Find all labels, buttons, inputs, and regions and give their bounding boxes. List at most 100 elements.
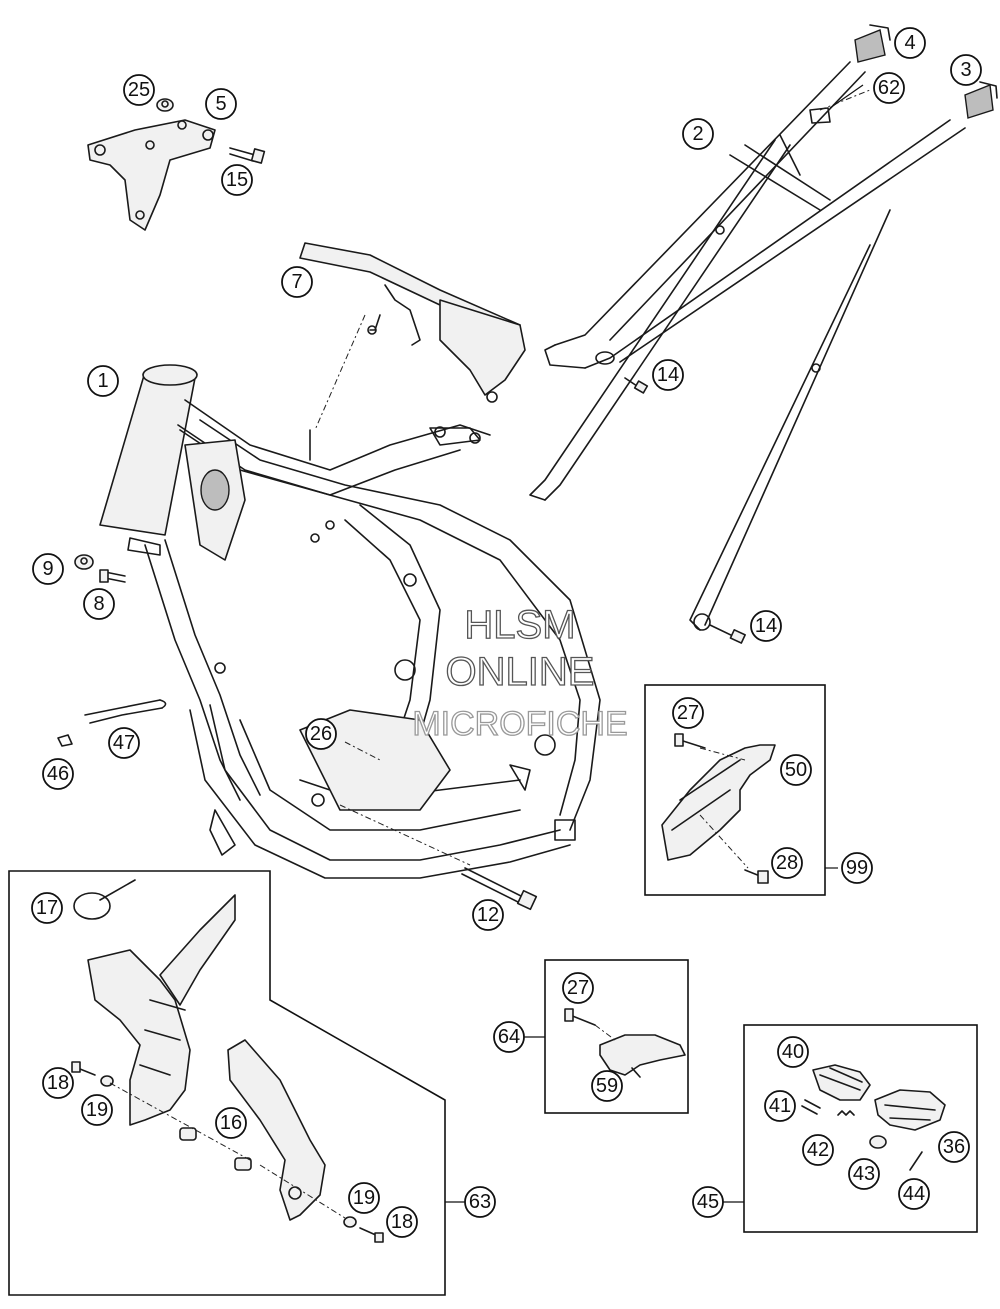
callout-62[interactable]: 62 bbox=[873, 72, 905, 104]
callout-18-left[interactable]: 18 bbox=[42, 1067, 74, 1099]
callout-label: 47 bbox=[113, 732, 135, 754]
spacer-16a bbox=[179, 1127, 197, 1141]
callout-9[interactable]: 9 bbox=[32, 553, 64, 585]
callout-42[interactable]: 42 bbox=[802, 1134, 834, 1166]
callout-label: 26 bbox=[310, 723, 332, 745]
callout-label: 1 bbox=[97, 370, 108, 392]
callout-18-right[interactable]: 18 bbox=[386, 1206, 418, 1238]
callout-27-group99[interactable]: 27 bbox=[672, 697, 704, 729]
main-frame bbox=[99, 364, 601, 879]
callout-label: 18 bbox=[47, 1072, 69, 1094]
group-box-99 bbox=[644, 684, 826, 896]
callout-label: 99 bbox=[846, 857, 868, 879]
callout-64[interactable]: 64 bbox=[493, 1021, 525, 1053]
callout-14-upper[interactable]: 14 bbox=[652, 359, 684, 391]
callout-label: 40 bbox=[782, 1041, 804, 1063]
callout-46[interactable]: 46 bbox=[42, 758, 74, 790]
screw-18-left bbox=[71, 1061, 96, 1076]
footrest-36 bbox=[874, 1089, 946, 1131]
callout-label: 28 bbox=[776, 852, 798, 874]
watermark-line3: MICROFICHE bbox=[412, 705, 627, 743]
hose-47 bbox=[84, 699, 167, 724]
callout-14-lower[interactable]: 14 bbox=[750, 610, 782, 642]
callout-36[interactable]: 36 bbox=[938, 1131, 970, 1163]
callout-40[interactable]: 40 bbox=[777, 1036, 809, 1068]
callout-26[interactable]: 26 bbox=[305, 718, 337, 750]
group-box-45 bbox=[743, 1024, 978, 1233]
callout-19-left[interactable]: 19 bbox=[81, 1094, 113, 1126]
callout-label: 42 bbox=[807, 1139, 829, 1161]
callout-12[interactable]: 12 bbox=[472, 899, 504, 931]
callout-label: 12 bbox=[477, 904, 499, 926]
callout-label: 2 bbox=[692, 123, 703, 145]
callout-label: 17 bbox=[36, 897, 58, 919]
callout-44[interactable]: 44 bbox=[898, 1178, 930, 1210]
washer-43 bbox=[869, 1135, 887, 1149]
callout-label: 3 bbox=[960, 59, 971, 81]
bracket-7 bbox=[299, 242, 526, 403]
callout-label: 8 bbox=[93, 593, 104, 615]
callout-label: 7 bbox=[291, 271, 302, 293]
end-cap-4 bbox=[854, 24, 891, 63]
callout-label: 59 bbox=[596, 1075, 618, 1097]
callout-label: 45 bbox=[697, 1191, 719, 1213]
callout-2[interactable]: 2 bbox=[682, 118, 714, 150]
nut-9 bbox=[74, 554, 94, 570]
callout-5[interactable]: 5 bbox=[205, 88, 237, 120]
callout-47[interactable]: 47 bbox=[108, 727, 140, 759]
watermark-line1: HLSM bbox=[464, 603, 575, 647]
chain-slider-59 bbox=[599, 1034, 686, 1078]
cable-tie-17 bbox=[73, 879, 136, 920]
callout-45[interactable]: 45 bbox=[692, 1186, 724, 1218]
washer-19-right bbox=[343, 1216, 357, 1228]
frame-guard-left bbox=[87, 894, 236, 1126]
group-box-63 bbox=[8, 870, 446, 1296]
callout-17[interactable]: 17 bbox=[31, 892, 63, 924]
cotter-pin-44 bbox=[909, 1151, 923, 1171]
callout-label: 50 bbox=[785, 759, 807, 781]
callout-50[interactable]: 50 bbox=[780, 754, 812, 786]
callout-63[interactable]: 63 bbox=[464, 1186, 496, 1218]
callout-41[interactable]: 41 bbox=[764, 1090, 796, 1122]
callout-25[interactable]: 25 bbox=[123, 74, 155, 106]
callout-label: 9 bbox=[42, 558, 53, 580]
watermark: HLSM ONLINE MICROFICHE bbox=[412, 602, 629, 743]
callout-28[interactable]: 28 bbox=[771, 847, 803, 879]
callout-59[interactable]: 59 bbox=[591, 1070, 623, 1102]
callout-label: 46 bbox=[47, 763, 69, 785]
callout-label: 44 bbox=[903, 1183, 925, 1205]
callout-1[interactable]: 1 bbox=[87, 365, 119, 397]
callout-7[interactable]: 7 bbox=[281, 266, 313, 298]
callout-16[interactable]: 16 bbox=[215, 1107, 247, 1139]
callout-label: 14 bbox=[755, 615, 777, 637]
screw-18-right bbox=[359, 1227, 384, 1243]
callout-15[interactable]: 15 bbox=[221, 164, 253, 196]
callout-label: 19 bbox=[86, 1099, 108, 1121]
callout-label: 27 bbox=[567, 977, 589, 999]
screw-28 bbox=[744, 869, 769, 884]
pin-41 bbox=[801, 1099, 821, 1115]
callout-label: 27 bbox=[677, 702, 699, 724]
washer-19-left bbox=[100, 1075, 114, 1087]
bracket-5 bbox=[87, 119, 216, 231]
callout-8[interactable]: 8 bbox=[83, 588, 115, 620]
callout-label: 25 bbox=[128, 79, 150, 101]
callout-99[interactable]: 99 bbox=[841, 852, 873, 884]
callout-27-group64[interactable]: 27 bbox=[562, 972, 594, 1004]
callout-label: 16 bbox=[220, 1112, 242, 1134]
callout-label: 15 bbox=[226, 169, 248, 191]
callout-label: 14 bbox=[657, 364, 679, 386]
callout-label: 36 bbox=[943, 1136, 965, 1158]
subframe bbox=[529, 61, 966, 631]
callout-4[interactable]: 4 bbox=[894, 27, 926, 59]
watermark-line2: ONLINE bbox=[446, 650, 595, 694]
callout-19-right[interactable]: 19 bbox=[348, 1182, 380, 1214]
callout-43[interactable]: 43 bbox=[848, 1158, 880, 1190]
callout-label: 64 bbox=[498, 1026, 520, 1048]
callout-label: 41 bbox=[769, 1095, 791, 1117]
screw-8 bbox=[99, 569, 126, 583]
end-cap-3 bbox=[964, 81, 998, 119]
callout-3[interactable]: 3 bbox=[950, 54, 982, 86]
screw-27-99 bbox=[674, 733, 706, 749]
